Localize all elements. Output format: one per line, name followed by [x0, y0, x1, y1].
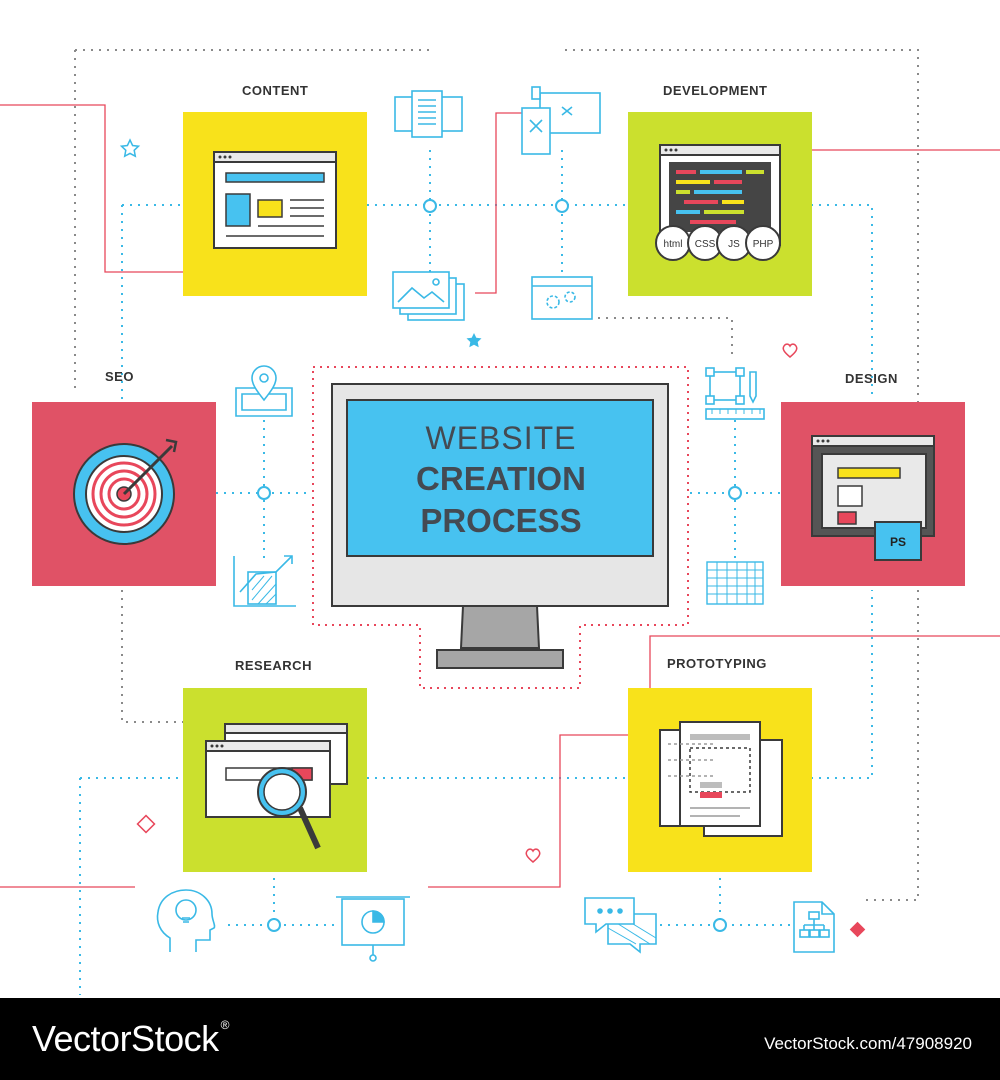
- monitor: [331, 383, 669, 669]
- label-research: RESEARCH: [235, 658, 312, 673]
- location-map-icon: [235, 365, 293, 417]
- heart-icon: [782, 343, 798, 358]
- sitemap-document-icon: [793, 901, 835, 953]
- target-icon: [73, 438, 178, 545]
- watermark-footer: VectorStock® VectorStock.com/47908920: [0, 998, 1000, 1080]
- code-tag-php: PHP: [753, 239, 774, 250]
- documents-icon: [394, 90, 463, 138]
- prototyping-wireframe-icon: [659, 721, 783, 837]
- code-tag-circles: [655, 225, 781, 261]
- settings-window-icon: [531, 276, 593, 320]
- growth-chart-icon: [233, 555, 296, 607]
- code-tag-css: CSS: [695, 239, 716, 250]
- content-page-icon: [213, 151, 337, 249]
- diamond-outline-icon: [136, 814, 156, 834]
- idea-head-icon: [156, 889, 216, 952]
- star-filled-icon: [466, 333, 482, 348]
- label-prototyping: PROTOTYPING: [667, 656, 767, 671]
- heart-icon-lower: [525, 848, 541, 863]
- code-tag-js: JS: [728, 239, 740, 250]
- ps-badge: PS: [890, 535, 906, 549]
- diamond-filled-icon: [849, 921, 866, 938]
- connector-nodes: [257, 199, 742, 932]
- gray-dotted-connectors: [74, 49, 919, 901]
- registered-mark: ®: [220, 1018, 230, 1032]
- research-search-icon: [205, 723, 348, 850]
- label-development: DEVELOPMENT: [663, 83, 768, 98]
- grid-table-icon: [706, 561, 764, 605]
- design-layout-icon: [811, 435, 935, 561]
- presentation-board-icon: [336, 896, 410, 962]
- star-outline-icon: [119, 138, 141, 158]
- label-seo: SEO: [105, 369, 134, 384]
- image-credit: VectorStock.com/47908920: [764, 1034, 972, 1053]
- responsive-devices-icon: [521, 86, 601, 155]
- screen-title: WEBSITE CREATION PROCESS: [348, 402, 654, 542]
- code-tag-labels: html CSS JS PHP: [664, 239, 774, 250]
- label-design: DESIGN: [845, 371, 898, 386]
- code-tag-html: html: [664, 239, 683, 250]
- code-lines-icon: [676, 170, 764, 224]
- logo-text: VectorStock: [32, 1018, 219, 1059]
- title-line-website: WEBSITE: [425, 420, 577, 456]
- chat-bubbles-icon: [584, 897, 657, 954]
- photos-icon: [392, 271, 465, 321]
- frame-ruler-icon: [705, 367, 765, 420]
- label-content: CONTENT: [242, 83, 309, 98]
- title-line-creation: CREATION: [416, 460, 586, 497]
- title-line-process: PROCESS: [420, 502, 582, 539]
- vectorstock-logo: VectorStock®: [32, 1018, 229, 1060]
